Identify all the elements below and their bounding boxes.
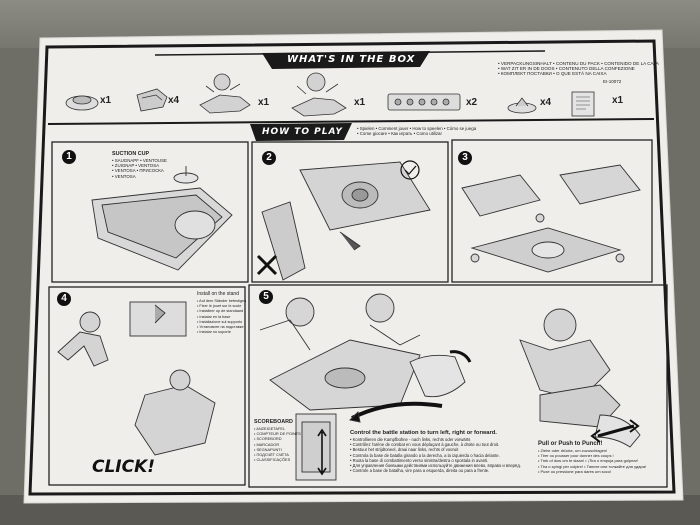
panel-step-3 xyxy=(451,139,653,283)
install-line: • Installazione sul supporto xyxy=(197,319,243,324)
control-title: Control the battle station to turn left,… xyxy=(350,430,497,436)
step-number-1: 1 xyxy=(62,150,76,164)
scoreboard-line: • SEGNAPUNTI xyxy=(254,446,282,452)
install-line: • Instalar en la base xyxy=(197,314,231,319)
install-line: • Fixer le jouet sur le socle xyxy=(197,304,242,309)
control-line: • Contrôlez l'arène de combat en vous dé… xyxy=(350,442,500,448)
box-item-qty: x4 xyxy=(540,97,552,108)
panel-step-5 xyxy=(248,284,668,488)
scoreboard-line: • CLASSIFICAÇÕES xyxy=(254,457,291,463)
pull-push-translations: • Ziehe oder drücke, um zuzuschlagen! • … xyxy=(538,448,647,475)
control-translations: • Kontrollieren die Kampfbühne - nach li… xyxy=(350,437,521,474)
scoreboard-drawing xyxy=(295,413,337,481)
pull-push-title: Pull or Push to Punch! xyxy=(538,441,603,447)
install-line: • Установите на подставке xyxy=(197,324,244,329)
how-to-play-line: • Spielen • Comment jouer • How to speel… xyxy=(357,126,477,131)
scoreboard-line: • MARCADOR xyxy=(254,441,280,447)
how-to-play-translations: • Spielen • Comment jouer • How to speel… xyxy=(357,126,477,137)
scoreboard-line: • SCOREBORD xyxy=(254,436,282,442)
sheet-frame xyxy=(28,39,676,496)
how-to-play-title: HOW TO PLAY xyxy=(262,127,343,137)
control-line: • Bestuur het strijdtoneel, draai naar l… xyxy=(350,447,459,453)
step-number-5: 5 xyxy=(259,290,273,304)
pull-push-line: • Tirer ou pousser pour donner des coups… xyxy=(538,453,614,459)
arena-layout-four-stations xyxy=(461,164,641,273)
scoreboard-translations: • ANZEIGETAFEL • COMPTEUR DE POINTS • SC… xyxy=(254,426,301,463)
panel-step-2 xyxy=(251,141,449,283)
pull-push-line: • Trek of duw om te slaan! • ¡Tira o emp… xyxy=(538,458,639,464)
how-to-play-line: • Come giocare • Как играть • Como utili… xyxy=(357,131,442,137)
product-code: EI-10072 xyxy=(603,79,622,84)
install-line: • Installeer op de standaard xyxy=(197,309,244,314)
install-line: • Instalar no suporte xyxy=(197,330,231,335)
suction-cup-line: • SAUGNAPF • VENTOUSE xyxy=(112,158,167,163)
box-item-qty: x1 xyxy=(354,97,366,108)
pull-push-line: • Ziehe oder drücke, um zuzuschlagen! xyxy=(538,448,608,453)
panel-step-1 xyxy=(51,141,249,283)
pull-push-line: • Puxe ou pressione para dares um soco! xyxy=(538,468,612,474)
punch-robot-scene xyxy=(519,308,641,448)
contents-line: • VERPACKUNGSINHALT • CONTENU DU PACK • … xyxy=(498,61,659,66)
contents-line: • КОМПЛЕКТ ПОСТАВКИ • O QUE ESTÁ NA CAIX… xyxy=(498,71,607,77)
box-item-launcher xyxy=(136,88,168,112)
suction-cup-line: • VENTOSA xyxy=(112,173,136,179)
install-line: • Auf dem Ständer befestigen xyxy=(197,299,247,303)
scoreboard-line: • ANZEIGETAFEL xyxy=(254,426,286,431)
suction-cup-title: SUCTION CUP xyxy=(112,151,150,157)
panel-step-4 xyxy=(48,286,246,486)
launcher-insertion xyxy=(261,161,431,281)
arena-with-suction-cup xyxy=(91,166,233,271)
box-item-instruction-card xyxy=(571,91,595,117)
box-item-robot-2 xyxy=(291,72,347,117)
battle-station-scene xyxy=(259,293,472,423)
click-label: CLICK! xyxy=(92,457,155,477)
wrong-way-icon xyxy=(256,254,278,276)
box-item-arena-base xyxy=(65,95,99,111)
correct-check-icon xyxy=(400,160,420,180)
scoreboard-line: • COMPTEUR DE POINTS xyxy=(254,431,301,437)
box-item-suction-cup xyxy=(507,97,537,114)
whats-in-box-title: WHAT'S IN THE BOX xyxy=(287,54,416,65)
step-number-2: 2 xyxy=(262,151,276,165)
box-item-qty: x4 xyxy=(168,95,180,106)
robot-stand-install xyxy=(57,301,216,456)
step-number-4: 4 xyxy=(57,292,71,306)
box-item-sticker-sheet xyxy=(387,93,461,111)
whats-in-box-banner xyxy=(262,51,430,69)
control-line: • Ruota la base di combattimento verso s… xyxy=(350,457,489,463)
suction-cup-line: • ZUIGNAP • VENTOSA xyxy=(112,163,160,169)
box-item-qty: x1 xyxy=(612,95,624,106)
pull-push-line: • Tira o spingi per colpire! • Тяните ил… xyxy=(538,463,647,469)
suction-cup-translations: • SAUGNAPF • VENTOUSE • ZUIGNAP • VENTOS… xyxy=(112,158,167,180)
control-line: • Kontrollieren die Kampfbühne - nach li… xyxy=(350,437,471,442)
box-item-qty: x1 xyxy=(100,95,112,106)
box-contents-translations: • VERPACKUNGSINHALT • CONTENU DU PACK • … xyxy=(498,61,659,78)
how-to-play-banner xyxy=(250,123,352,141)
contents-line: • WAT ZIT ER IN DE DOOS • CONTENUTO DELL… xyxy=(498,66,635,72)
step-number-3: 3 xyxy=(458,151,472,165)
box-item-robot-1 xyxy=(199,73,251,114)
control-line: • Controla la base de batalla girando a … xyxy=(350,452,500,458)
control-line: • Controle a base de batalha, vire para … xyxy=(350,468,490,474)
box-item-qty: x2 xyxy=(466,97,478,108)
box-item-qty: x1 xyxy=(258,97,270,108)
scoreboard-line: • ПОДСЧЁТ СЧЁТА xyxy=(254,451,289,457)
install-title: Install on the stand xyxy=(197,291,239,297)
install-translations: • Auf dem Ständer befestigen • Fixer le … xyxy=(197,299,246,335)
control-line: • Для управления боевыми действиями испо… xyxy=(350,462,521,468)
scoreboard-title: SCOREBOARD xyxy=(254,419,293,425)
suction-cup-line: • VENTOSA • ПРИСОСКА xyxy=(112,168,164,174)
